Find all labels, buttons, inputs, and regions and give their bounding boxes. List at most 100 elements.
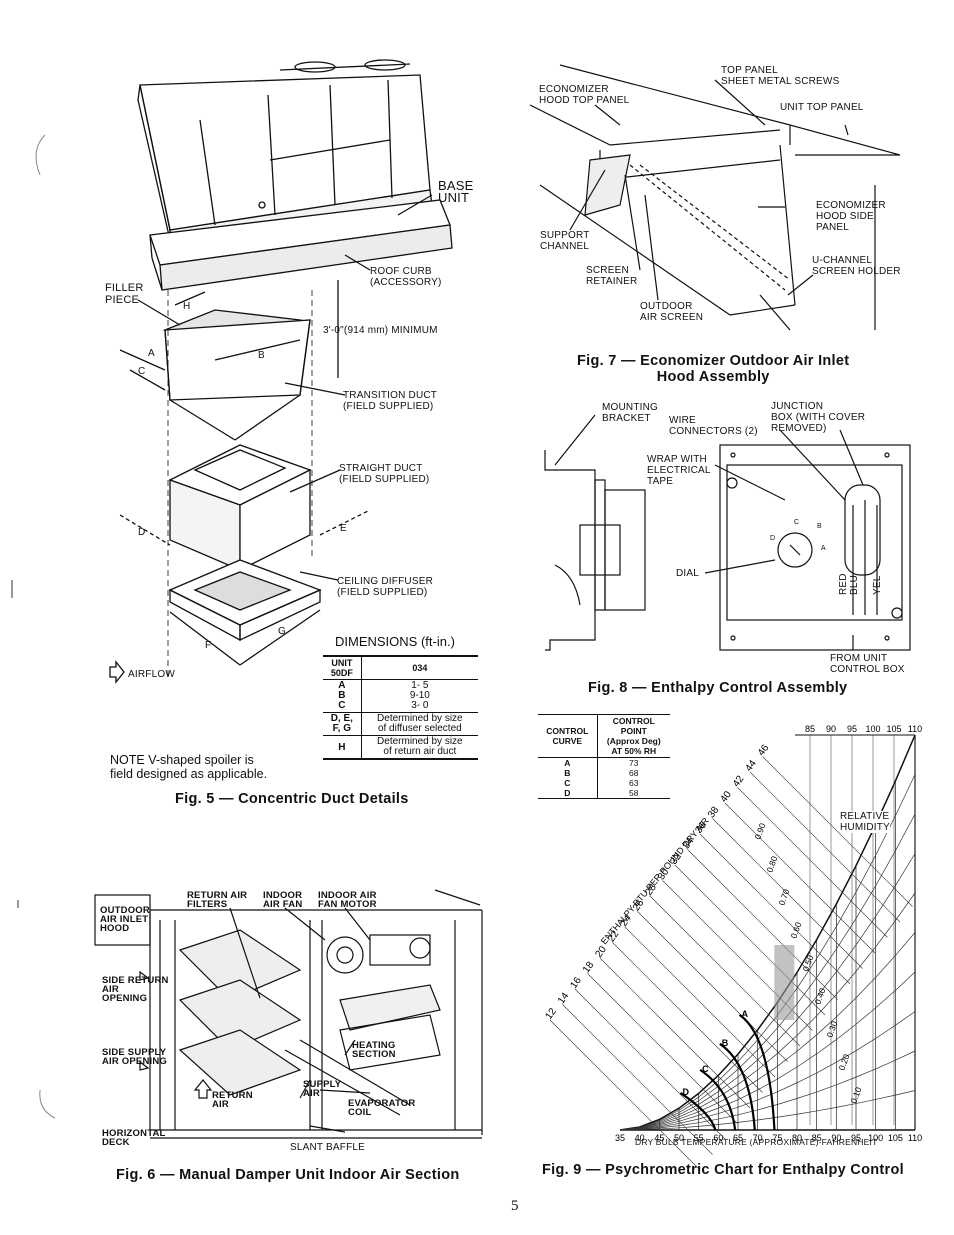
td-curve-b: B: [538, 768, 598, 778]
rh-curve: [619, 892, 916, 1131]
enthalpy-line: [562, 1004, 713, 1155]
x-tick-label: 90: [831, 1133, 841, 1143]
fig9-caption: Fig. 9 — Psychrometric Chart for Enthalp…: [542, 1162, 904, 1178]
label-dial-d: D: [770, 535, 776, 542]
top-tick-label: 85: [805, 724, 815, 734]
label-wire-yel: YEL: [872, 575, 883, 595]
th-control-curve: CONTROL CURVE: [538, 714, 598, 758]
control-curve: [719, 1042, 756, 1131]
enthalpy-tick-label: 42: [731, 773, 747, 789]
rh-tick-label: 0.30: [824, 1019, 839, 1038]
rh-curve: [619, 853, 916, 1131]
label-mounting-bracket: MOUNTING BRACKET: [602, 402, 659, 424]
fig5-note: NOTE V-shaped spoiler is field designed …: [110, 753, 268, 781]
td-curve-a: A: [538, 757, 598, 768]
label-u-channel: U-CHANNEL SCREEN HOLDER: [812, 255, 901, 277]
top-tick-label: 90: [826, 724, 836, 734]
enthalpy-line: [574, 988, 726, 1140]
fig5-caption: Fig. 5 — Concentric Duct Details: [175, 791, 409, 807]
enthalpy-line: [624, 926, 776, 1078]
label-return-air-filters: RETURN AIR FILTERS: [187, 890, 248, 910]
label-min-clearance: 3'-0"(914 mm) MINIMUM: [323, 325, 438, 336]
x-tick-label: 40: [635, 1133, 645, 1143]
fig7-economizer-hood: TOP PANEL SHEET METAL SCREWS ECONOMIZER …: [529, 55, 910, 395]
enthalpy-line: [712, 818, 863, 969]
td-r3-val: Determined by size of return air duct: [377, 736, 463, 757]
rh-curve: [619, 1011, 916, 1131]
fig6-indoor-air-section: RETURN AIR FILTERS INDOOR AIR FAN INDOOR…: [0, 880, 490, 1200]
control-curve-label: B: [722, 1038, 729, 1048]
td-r1-vals: 1- 5 9-10 3- 0: [409, 680, 430, 711]
label-roof-curb: ROOF CURB (ACCESSORY): [370, 266, 442, 288]
label-horizontal-deck: HORIZONTAL DECK: [102, 1128, 166, 1148]
td-point-b: 68: [629, 768, 639, 778]
rh-curve: [619, 971, 916, 1131]
label-screen-retainer: SCREEN RETAINER: [586, 265, 638, 287]
control-curve-label: C: [702, 1064, 709, 1074]
label-unit-top-panel: UNIT TOP PANEL: [780, 102, 864, 113]
control-curve: [679, 1092, 717, 1131]
x-axis-title: DRY BULB TEMPERATURE (APPROXIMATE)-FAHRE…: [635, 1137, 878, 1147]
x-tick-label: 65: [733, 1133, 743, 1143]
label-indoor-air-fan-motor: INDOOR AIR FAN MOTOR: [318, 890, 377, 910]
x-tick-label: 95: [851, 1133, 861, 1143]
label-dim-e: E: [340, 523, 347, 534]
relative-humidity-label: RELATIVE HUMIDITY: [840, 811, 890, 833]
enthalpy-axis-title: ENTHALPY BTU PER POUND DRY AIR: [599, 815, 711, 946]
rh-tick-label: 0.60: [788, 920, 803, 939]
label-economizer-hood-top-panel: ECONOMIZER HOOD TOP PANEL: [539, 84, 630, 106]
fig6-drawing: [94, 889, 483, 1139]
label-side-return-air-opening: SIDE RETURN AIR OPENING: [102, 975, 169, 1004]
fig8-caption: Fig. 8 — Enthalpy Control Assembly: [588, 680, 848, 696]
label-outdoor-air-screen: OUTDOOR AIR SCREEN: [640, 301, 704, 323]
td-point-d: 58: [629, 788, 639, 798]
rh-tick-label: 0.10: [848, 1085, 863, 1104]
label-wrap-tape: WRAP WITH ELECTRICAL TAPE: [647, 454, 711, 487]
x-tick-label: 60: [713, 1133, 723, 1143]
x-tick-label: 55: [694, 1133, 704, 1143]
label-evaporator-coil: EVAPORATOR COIL: [348, 1098, 416, 1118]
label-dim-h: H: [183, 301, 191, 312]
control-curve: [699, 1068, 737, 1131]
td-curve-c: C: [538, 778, 598, 788]
label-dial-a: A: [821, 545, 826, 552]
td-curve-d: D: [538, 788, 598, 799]
label-wire-red: RED: [838, 573, 849, 595]
rh-tick-label: 0.50: [800, 953, 815, 972]
rh-tick-label: 0.80: [764, 854, 779, 873]
control-curve-label: D: [682, 1087, 689, 1097]
rh-curve: [619, 1090, 916, 1131]
enthalpy-line: [749, 771, 901, 923]
label-transition-duct: TRANSITION DUCT (FIELD SUPPLIED): [343, 390, 438, 412]
label-dim-b: B: [258, 350, 265, 361]
dimensions-table: UNIT 50DF 034 A B C 1- 5 9-10 3- 0 D, E,…: [323, 655, 478, 760]
x-tick-label: 80: [792, 1133, 802, 1143]
label-wire-blu: BLU: [849, 574, 860, 595]
enthalpy-tick-label: 44: [743, 758, 759, 774]
td-r3-key: H: [323, 735, 362, 759]
label-side-supply-air-opening: SIDE SUPPLY AIR OPENING: [102, 1047, 168, 1067]
x-tick-label: 45: [654, 1133, 664, 1143]
top-tick-label: 105: [886, 724, 901, 734]
th-size: 034: [412, 663, 428, 673]
x-tick-label: 85: [812, 1133, 822, 1143]
enthalpy-line: [699, 833, 851, 985]
label-base-unit: BASE UNIT: [438, 178, 474, 205]
enthalpy-line: [687, 849, 838, 1000]
th-unit: UNIT 50DF: [323, 656, 362, 680]
rh-tick-label: 0.40: [812, 986, 827, 1005]
label-heating-section: HEATING SECTION: [352, 1040, 396, 1060]
control-curve: [738, 1013, 776, 1131]
label-top-panel-screws: TOP PANEL SHEET METAL SCREWS: [721, 65, 840, 87]
fig7-caption: Fig. 7 — Economizer Outdoor Air Inlet Ho…: [577, 353, 850, 385]
fig5-concentric-duct: BASE UNIT ROOF CURB (ACCESSORY) FILLER P…: [0, 0, 480, 820]
label-slant-baffle: SLANT BAFFLE: [290, 1142, 366, 1153]
enthalpy-line: [587, 973, 738, 1124]
td-point-a: 73: [629, 758, 639, 768]
label-dial-b: B: [817, 523, 822, 530]
rh-tick-label: 0.90: [752, 821, 767, 840]
x-tick-label: 35: [615, 1133, 625, 1143]
enthalpy-line: [737, 787, 888, 938]
label-from-unit: FROM UNIT CONTROL BOX: [830, 653, 905, 675]
